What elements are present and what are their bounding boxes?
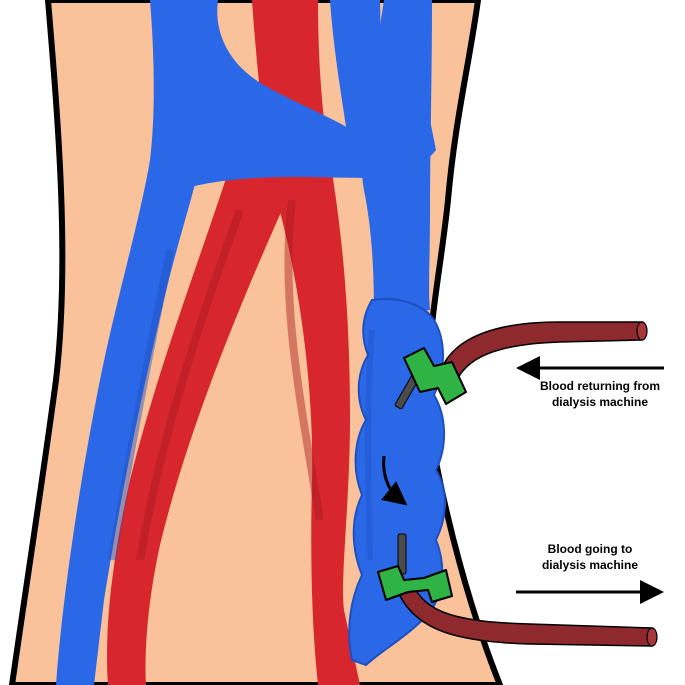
blood-returning-label-line1: Blood returning from <box>515 378 685 394</box>
outgoing-tube-end <box>647 628 657 646</box>
blood-returning-label: Blood returning from dialysis machine <box>515 378 685 410</box>
blood-going-label-line2: dialysis machine <box>505 557 675 573</box>
blood-returning-label-line2: dialysis machine <box>515 394 685 410</box>
blood-going-label-line1: Blood going to <box>505 541 675 557</box>
blood-going-label: Blood going to dialysis machine <box>505 541 675 573</box>
return-tube-end <box>637 322 647 340</box>
return-tube <box>440 322 642 378</box>
